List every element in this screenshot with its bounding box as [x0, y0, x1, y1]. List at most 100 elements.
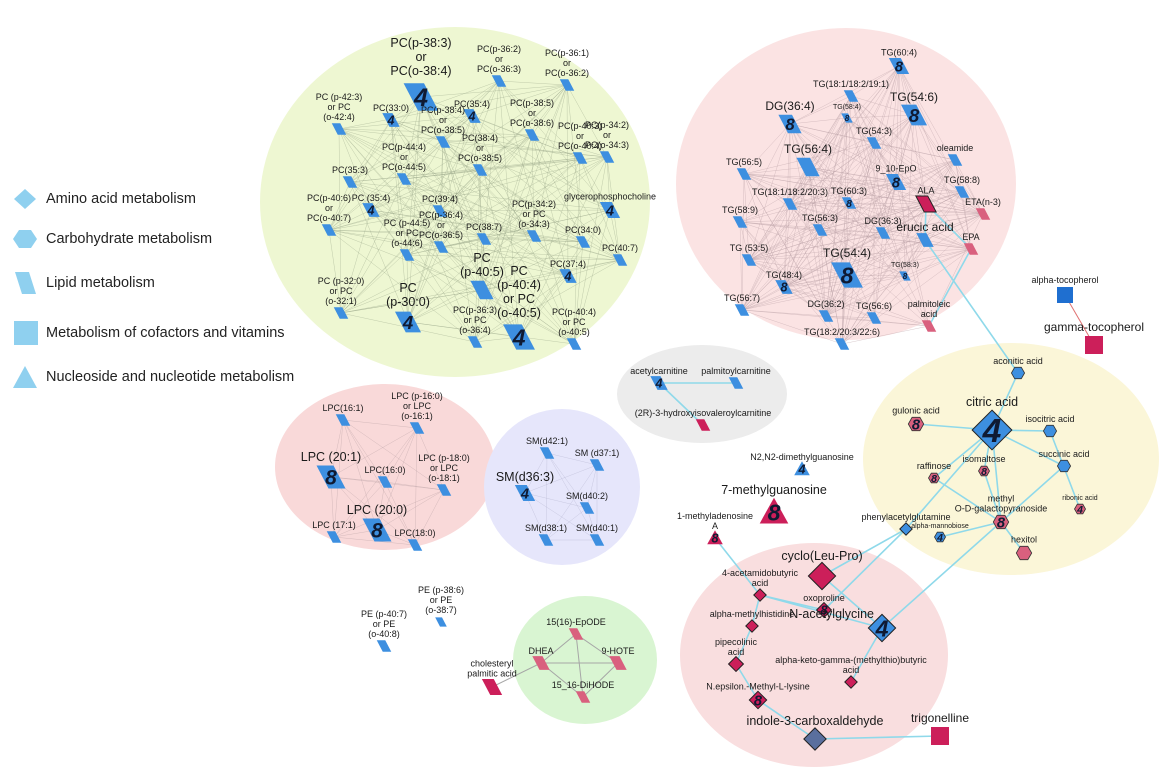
node-pe_38_6[interactable]: PE (p-38:6)or PE(o-38:7): [418, 585, 464, 627]
node-tg_56_4[interactable]: TG(56:4): [784, 142, 832, 177]
node-lpc_18_0[interactable]: LPC(18:0): [394, 528, 436, 551]
node-ala[interactable]: ALA: [915, 186, 937, 213]
node-dg_36_2[interactable]: DG(36:2): [807, 299, 845, 322]
node-tg_56_3[interactable]: TG(56:3): [802, 213, 838, 236]
node-pc_42_3[interactable]: PC (p-42:3)or PC(o-42:4): [316, 92, 363, 135]
node-lpc_17_1[interactable]: LPC (17:1): [312, 520, 356, 543]
node-pc_40_4[interactable]: 4PC(p-40:4)or PC(o-40:5): [497, 264, 541, 350]
node-alpha_toco[interactable]: alpha-tocopherol: [1031, 275, 1099, 303]
node-lpc_16_0[interactable]: LPC(16:0): [364, 465, 406, 488]
node-sm_36_3[interactable]: 4SM(d36:3): [496, 470, 554, 502]
node-trigonelline[interactable]: trigonelline: [911, 711, 969, 745]
node-pc_35_3[interactable]: PC(35:3): [332, 165, 368, 188]
node-pc_34_2b[interactable]: PC(p-34:2)or PC(o-34:3): [512, 199, 556, 242]
node-tg_58_8[interactable]: TG(58:8): [944, 175, 980, 198]
node-lpc_p18[interactable]: LPC (p-18:0)or LPC(o-18:1): [418, 453, 470, 496]
node-acglycine[interactable]: 4N-acetylglycine: [789, 607, 897, 643]
node-pc_37_4[interactable]: 4PC(37:4): [550, 259, 586, 284]
node-oleamide[interactable]: oleamide: [937, 143, 974, 166]
node-tg_54_3[interactable]: TG(54:3): [856, 126, 892, 149]
node-epode[interactable]: 15(16)-EpODE: [546, 617, 606, 640]
node-sm_40_1[interactable]: SM(d40:1): [576, 523, 618, 546]
node-dg_36_4[interactable]: 8DG(36:4): [765, 99, 814, 134]
node-hote[interactable]: 9-HOTE: [601, 646, 635, 670]
node-tg_54_6[interactable]: 8TG(54:6): [890, 90, 938, 127]
node-sm_42_1[interactable]: SM(d42:1): [526, 436, 568, 459]
node-eta[interactable]: ETA(n-3): [965, 197, 1001, 220]
node-tg_18_20[interactable]: TG(18:1/18:2/20:3): [752, 187, 828, 210]
node-pc_44_5[interactable]: PC (p-44:5)or PC(o-44:6): [384, 218, 431, 261]
node-pc_36_3[interactable]: PC(p-36:3)or PC(o-36:4): [453, 305, 497, 348]
node-pc_38_7[interactable]: PC(38:7): [466, 222, 502, 245]
node-hexitol[interactable]: hexitol: [1011, 535, 1037, 561]
node-erucic[interactable]: erucic acid: [896, 220, 954, 247]
node-palmitoylcarn[interactable]: palmitoylcarnitine: [701, 366, 771, 389]
node-phenylacetyl[interactable]: phenylacetylglutamine: [861, 512, 951, 536]
node-pc_35_4b[interactable]: 4PC (35:4): [352, 193, 391, 218]
node-epo[interactable]: 89_10-EpO: [875, 164, 916, 192]
node-dg_36_3[interactable]: DG(36:3): [864, 216, 902, 239]
node-pc_32_0[interactable]: PC (p-32:0)or PC(o-32:1): [318, 276, 365, 319]
node-pe_40_7[interactable]: PE (p-40:7)or PE(o-40:8): [361, 609, 407, 652]
node-pc_33_0[interactable]: 4PC(33:0): [373, 103, 409, 128]
node-succinic[interactable]: succinic acid: [1038, 449, 1090, 473]
node-tg_58_3[interactable]: 8TG(58:3): [891, 262, 919, 281]
node-pc_40_5[interactable]: PC(p-40:5): [460, 251, 504, 300]
node-dihode[interactable]: 15_16-DiHODE: [552, 680, 615, 703]
node-lpc_16_1[interactable]: LPC(16:1): [322, 403, 364, 426]
node-methylguan[interactable]: 87-methylguanosine: [721, 483, 827, 525]
node-pc_35_4a[interactable]: 4PC(35:4): [454, 99, 490, 124]
node-tg_18_22[interactable]: TG(18:2/20:3/22:6): [804, 327, 880, 350]
node-tg_58_9[interactable]: TG(58:9): [722, 205, 758, 228]
node-tg_56_7[interactable]: TG(56:7): [724, 293, 760, 316]
node-lpc_p16[interactable]: LPC (p-16:0)or LPC(o-16:1): [391, 391, 443, 434]
node-pc_40_4b[interactable]: PC(p-40:4)or PC(o-40:5): [552, 307, 596, 350]
node-lysine[interactable]: 8N.epsilon.-Methyl-L-lysine: [706, 682, 810, 710]
node-pc_39_4[interactable]: PC(39:4): [422, 194, 458, 217]
node-tg_56_5[interactable]: TG(56:5): [726, 157, 762, 180]
node-sm_37_1[interactable]: SM (d37:1): [575, 448, 620, 471]
node-tg_60_3[interactable]: 8TG(60:3): [831, 186, 867, 210]
node-sm_40_2[interactable]: SM(d40:2): [566, 491, 608, 514]
node-pc_40_7[interactable]: PC(40:7): [602, 243, 638, 266]
node-tg_56_6[interactable]: TG(56:6): [856, 301, 892, 324]
node-tg_58_4[interactable]: 8TG(58:4): [833, 104, 861, 123]
node-n2n2[interactable]: 4N2,N2-dimethylguanosine: [750, 452, 854, 477]
node-gamma_toco[interactable]: gamma-tocopherol: [1044, 320, 1144, 354]
node-tg_53_5[interactable]: TG (53:5): [730, 243, 769, 266]
node-pc_30_0[interactable]: 4PC(p-30:0): [386, 281, 430, 334]
node-sm_38_1[interactable]: SM(d38:1): [525, 523, 567, 546]
node-amhist[interactable]: alpha-methylhistidine: [710, 609, 795, 633]
node-tg_60_4[interactable]: 8TG(60:4): [881, 48, 917, 76]
node-tg_48_4[interactable]: 8TG(48:4): [766, 270, 802, 295]
node-cyclo[interactable]: cyclo(Leu-Pro): [781, 549, 863, 591]
node-indole[interactable]: indole-3-carboxaldehyde: [747, 714, 884, 751]
node-tg_18_1[interactable]: TG(18:1/18:2/19:1): [813, 79, 889, 102]
node-epa[interactable]: EPA: [962, 232, 980, 255]
